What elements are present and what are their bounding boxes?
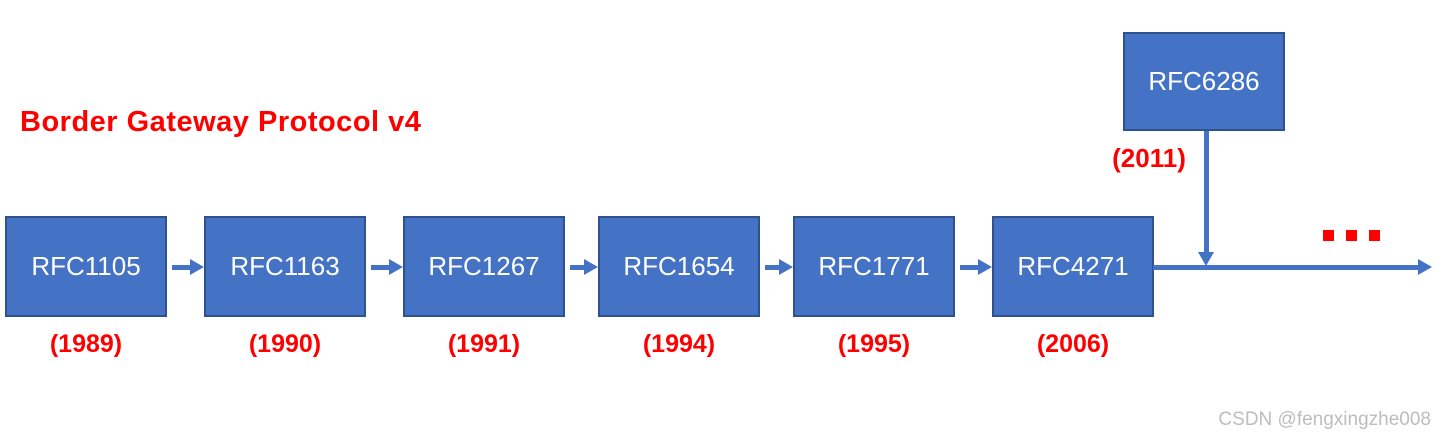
year-label-1995: (1995) [837, 330, 911, 358]
year-label-1994: (1994) [642, 330, 716, 358]
arrow-timeline-continuation [1153, 265, 1419, 270]
watermark: CSDN @fengxingzhe008 [1218, 409, 1431, 430]
node-rfc4271: RFC4271 [992, 216, 1154, 317]
year-label-2006: (2006) [1036, 330, 1110, 358]
arrow-rfc1771-to-rfc4271 [960, 265, 979, 270]
node-rfc1771: RFC1771 [793, 216, 955, 317]
node-rfc1163: RFC1163 [204, 216, 366, 317]
arrowhead-right-icon [389, 259, 403, 275]
arrow-rfc1105-to-rfc1163 [172, 265, 191, 270]
arrow-rfc1163-to-rfc1267 [371, 265, 390, 270]
node-rfc1654: RFC1654 [598, 216, 760, 317]
year-label-2011: (2011) [1112, 143, 1186, 173]
arrowhead-right-icon [1418, 259, 1432, 275]
arrowhead-right-icon [779, 259, 793, 275]
year-label-1989: (1989) [49, 330, 123, 358]
arrow-rfc1654-to-rfc1771 [765, 265, 780, 270]
year-label-1991: (1991) [447, 330, 521, 358]
arrow-rfc6286-to-timeline [1204, 131, 1209, 252]
arrowhead-down-icon [1198, 252, 1214, 266]
arrowhead-right-icon [978, 259, 992, 275]
ellipsis-dot [1369, 230, 1380, 241]
arrow-rfc1267-to-rfc1654 [570, 265, 585, 270]
node-rfc1105: RFC1105 [5, 216, 167, 317]
page-title: Border Gateway Protocol v4 [20, 106, 422, 138]
ellipsis-dot [1346, 230, 1357, 241]
node-rfc1267: RFC1267 [403, 216, 565, 317]
arrowhead-right-icon [190, 259, 204, 275]
year-label-1990: (1990) [248, 330, 322, 358]
ellipsis-dot [1323, 230, 1334, 241]
arrowhead-right-icon [584, 259, 598, 275]
node-rfc6286: RFC6286 [1123, 32, 1285, 131]
